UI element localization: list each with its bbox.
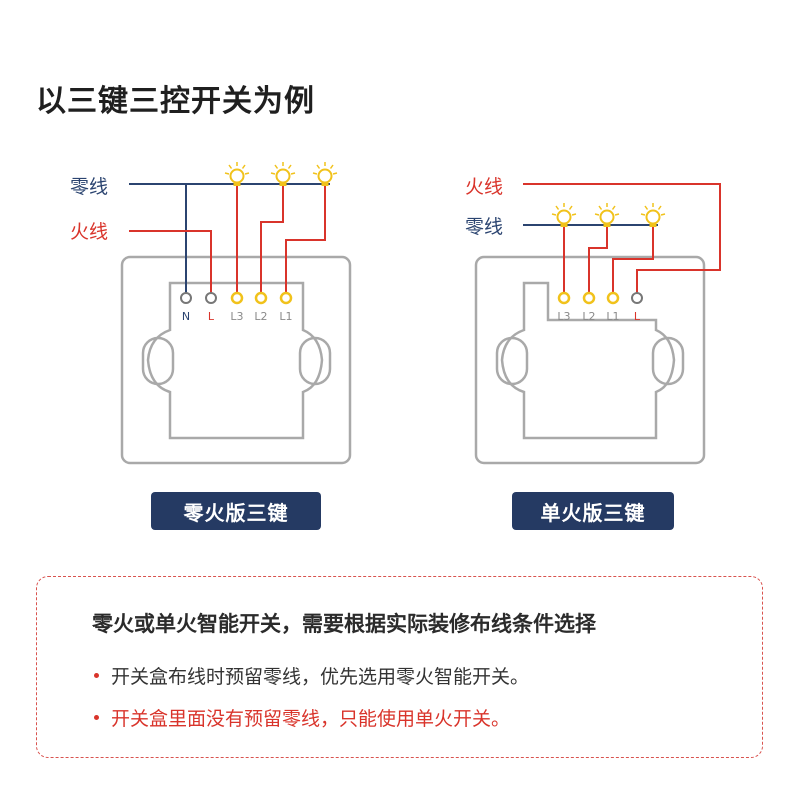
right-terminal-label: L2 <box>582 310 595 323</box>
right-terminal-label: L3 <box>557 310 570 323</box>
page-title: 以三键三控开关为例 <box>36 84 315 119</box>
note-item-text: 开关盒里面没有预留零线，只能使用单火开关。 <box>111 708 511 730</box>
note-heading: 零火或单火智能开关，需要根据实际装修布线条件选择 <box>92 612 596 636</box>
left-diagram: 零线 火线 N L L3 L2 L <box>70 161 352 465</box>
right-wires <box>523 183 721 296</box>
left-live-label: 火线 <box>70 221 108 243</box>
bullet-icon <box>94 715 99 720</box>
left-bulb-2-icon <box>270 161 296 187</box>
left-version-badge: 零火版三键 <box>151 492 321 530</box>
left-terminal-label: L3 <box>230 310 243 323</box>
left-terminal-label: L2 <box>254 310 267 323</box>
right-diagram: 火线 零线 L3 L2 L1 L <box>465 176 721 465</box>
wiring-diagrams: 零线 火线 N L L3 L2 L <box>70 161 721 465</box>
right-neutral-label: 零线 <box>465 216 503 238</box>
bullet-icon <box>94 673 99 678</box>
left-terminals: N L L3 L2 L1 <box>180 291 293 323</box>
note-item-1: 开关盒布线时预留零线，优先选用零火智能开关。 <box>94 662 529 689</box>
left-bulb-3-icon <box>312 161 338 187</box>
left-terminal-label: N <box>182 310 190 323</box>
left-terminal-label: L1 <box>279 310 292 323</box>
right-terminal-label: L <box>634 310 641 323</box>
right-terminal-label: L1 <box>606 310 619 323</box>
note-box <box>36 576 763 758</box>
note-item-2: 开关盒里面没有预留零线，只能使用单火开关。 <box>94 704 510 731</box>
left-neutral-label: 零线 <box>70 176 108 198</box>
left-terminal-label: L <box>208 310 215 323</box>
right-live-label: 火线 <box>465 176 503 198</box>
left-wires <box>129 183 330 296</box>
right-bulb-3-icon <box>640 202 666 228</box>
right-bulb-1-icon <box>551 202 577 228</box>
right-bulb-2-icon <box>594 202 620 228</box>
right-version-badge: 单火版三键 <box>512 492 674 530</box>
left-bulb-1-icon <box>224 161 250 187</box>
right-terminals: L3 L2 L1 L <box>557 291 643 323</box>
note-item-text: 开关盒布线时预留零线，优先选用零火智能开关。 <box>111 666 530 688</box>
